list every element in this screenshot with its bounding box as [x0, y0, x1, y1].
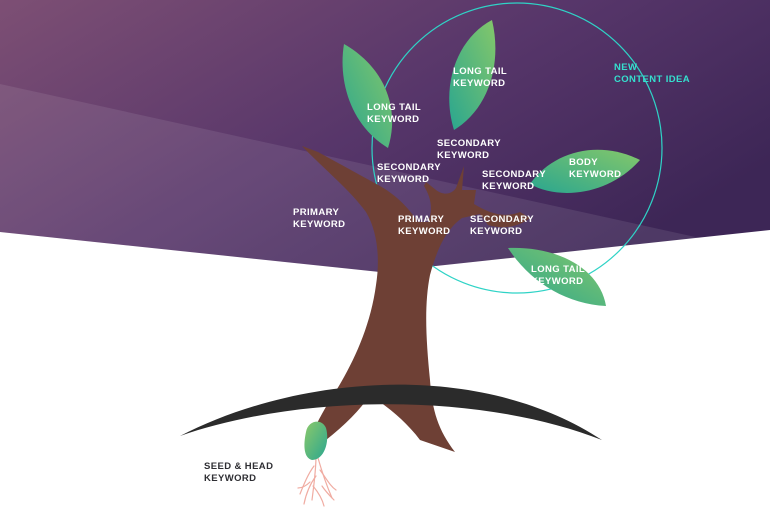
leaf-long-tail-left	[342, 44, 393, 148]
label-primary-outside: PRIMARY KEYWORD	[293, 207, 346, 230]
label-new-content-idea: NEW CONTENT IDEA	[614, 62, 691, 85]
label-secondary-left: SECONDARY KEYWORD	[377, 162, 441, 185]
ground-arc	[180, 384, 602, 440]
label-seed-head: SEED & HEAD KEYWORD	[204, 461, 274, 484]
new-content-circle	[371, 2, 663, 294]
leaf-long-tail-top	[449, 20, 496, 130]
label-primary-trunk: PRIMARY KEYWORD	[398, 214, 451, 237]
label-secondary-top: SECONDARY KEYWORD	[437, 138, 501, 161]
label-long-tail-left: LONG TAIL KEYWORD	[367, 102, 422, 125]
label-body-keyword: BODY KEYWORD	[569, 157, 622, 180]
label-long-tail-top: LONG TAIL KEYWORD	[453, 66, 508, 89]
label-secondary-bottom: SECONDARY KEYWORD	[470, 214, 534, 237]
label-long-tail-bottom: LONG TAIL KEYWORD	[531, 264, 586, 287]
leaf-long-tail-bottom	[508, 247, 606, 306]
leaf-body	[530, 149, 640, 193]
tree-trunk	[302, 146, 530, 452]
seed	[304, 421, 328, 460]
seed-roots	[297, 455, 337, 507]
label-secondary-right: SECONDARY KEYWORD	[482, 169, 546, 192]
